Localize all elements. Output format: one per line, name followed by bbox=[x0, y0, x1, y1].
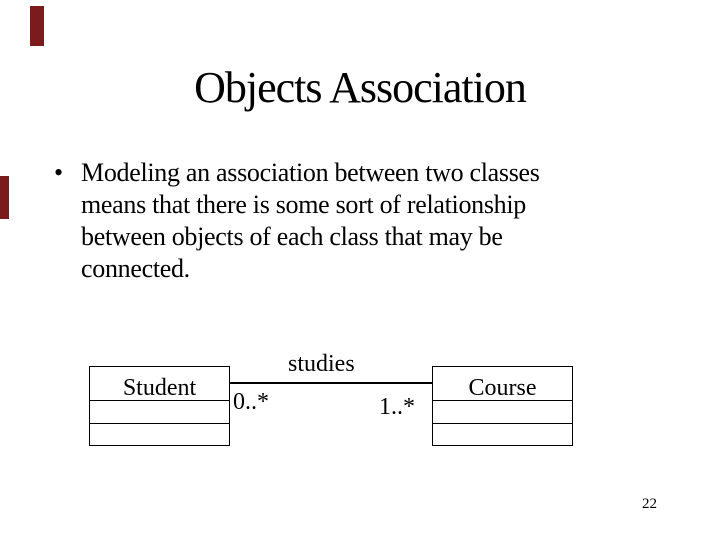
student-class-name: Student bbox=[122, 375, 197, 401]
student-attributes-compartment bbox=[90, 401, 229, 424]
bullet-line-2: means that there is some sort of relatio… bbox=[81, 190, 527, 219]
association-name-label: studies bbox=[288, 351, 355, 377]
course-class-name: Course bbox=[468, 375, 537, 401]
multiplicity-left: 0..* bbox=[233, 389, 269, 415]
bullet-line-1: Modeling an association between two clas… bbox=[81, 158, 540, 187]
course-attributes-compartment bbox=[433, 401, 572, 424]
slide-title: Objects Association bbox=[194, 63, 527, 112]
student-name-compartment: Student bbox=[90, 367, 229, 401]
course-name-compartment: Course bbox=[433, 367, 572, 401]
course-operations-compartment bbox=[433, 424, 572, 445]
class-box-course: Course bbox=[432, 366, 573, 446]
class-box-student: Student bbox=[89, 366, 230, 446]
bullet-line-3: between objects of each class that may b… bbox=[81, 222, 503, 251]
accent-bar-top-left bbox=[30, 6, 44, 46]
page-number: 22 bbox=[642, 496, 657, 512]
bullet-line-4: connected. bbox=[81, 254, 190, 283]
bullet-paragraph: Modeling an association between two clas… bbox=[81, 157, 540, 285]
bullet-marker: • bbox=[54, 158, 64, 187]
multiplicity-right: 1..* bbox=[379, 394, 415, 420]
association-line bbox=[229, 382, 433, 384]
student-operations-compartment bbox=[90, 424, 229, 445]
accent-bar-left-edge bbox=[0, 176, 9, 219]
